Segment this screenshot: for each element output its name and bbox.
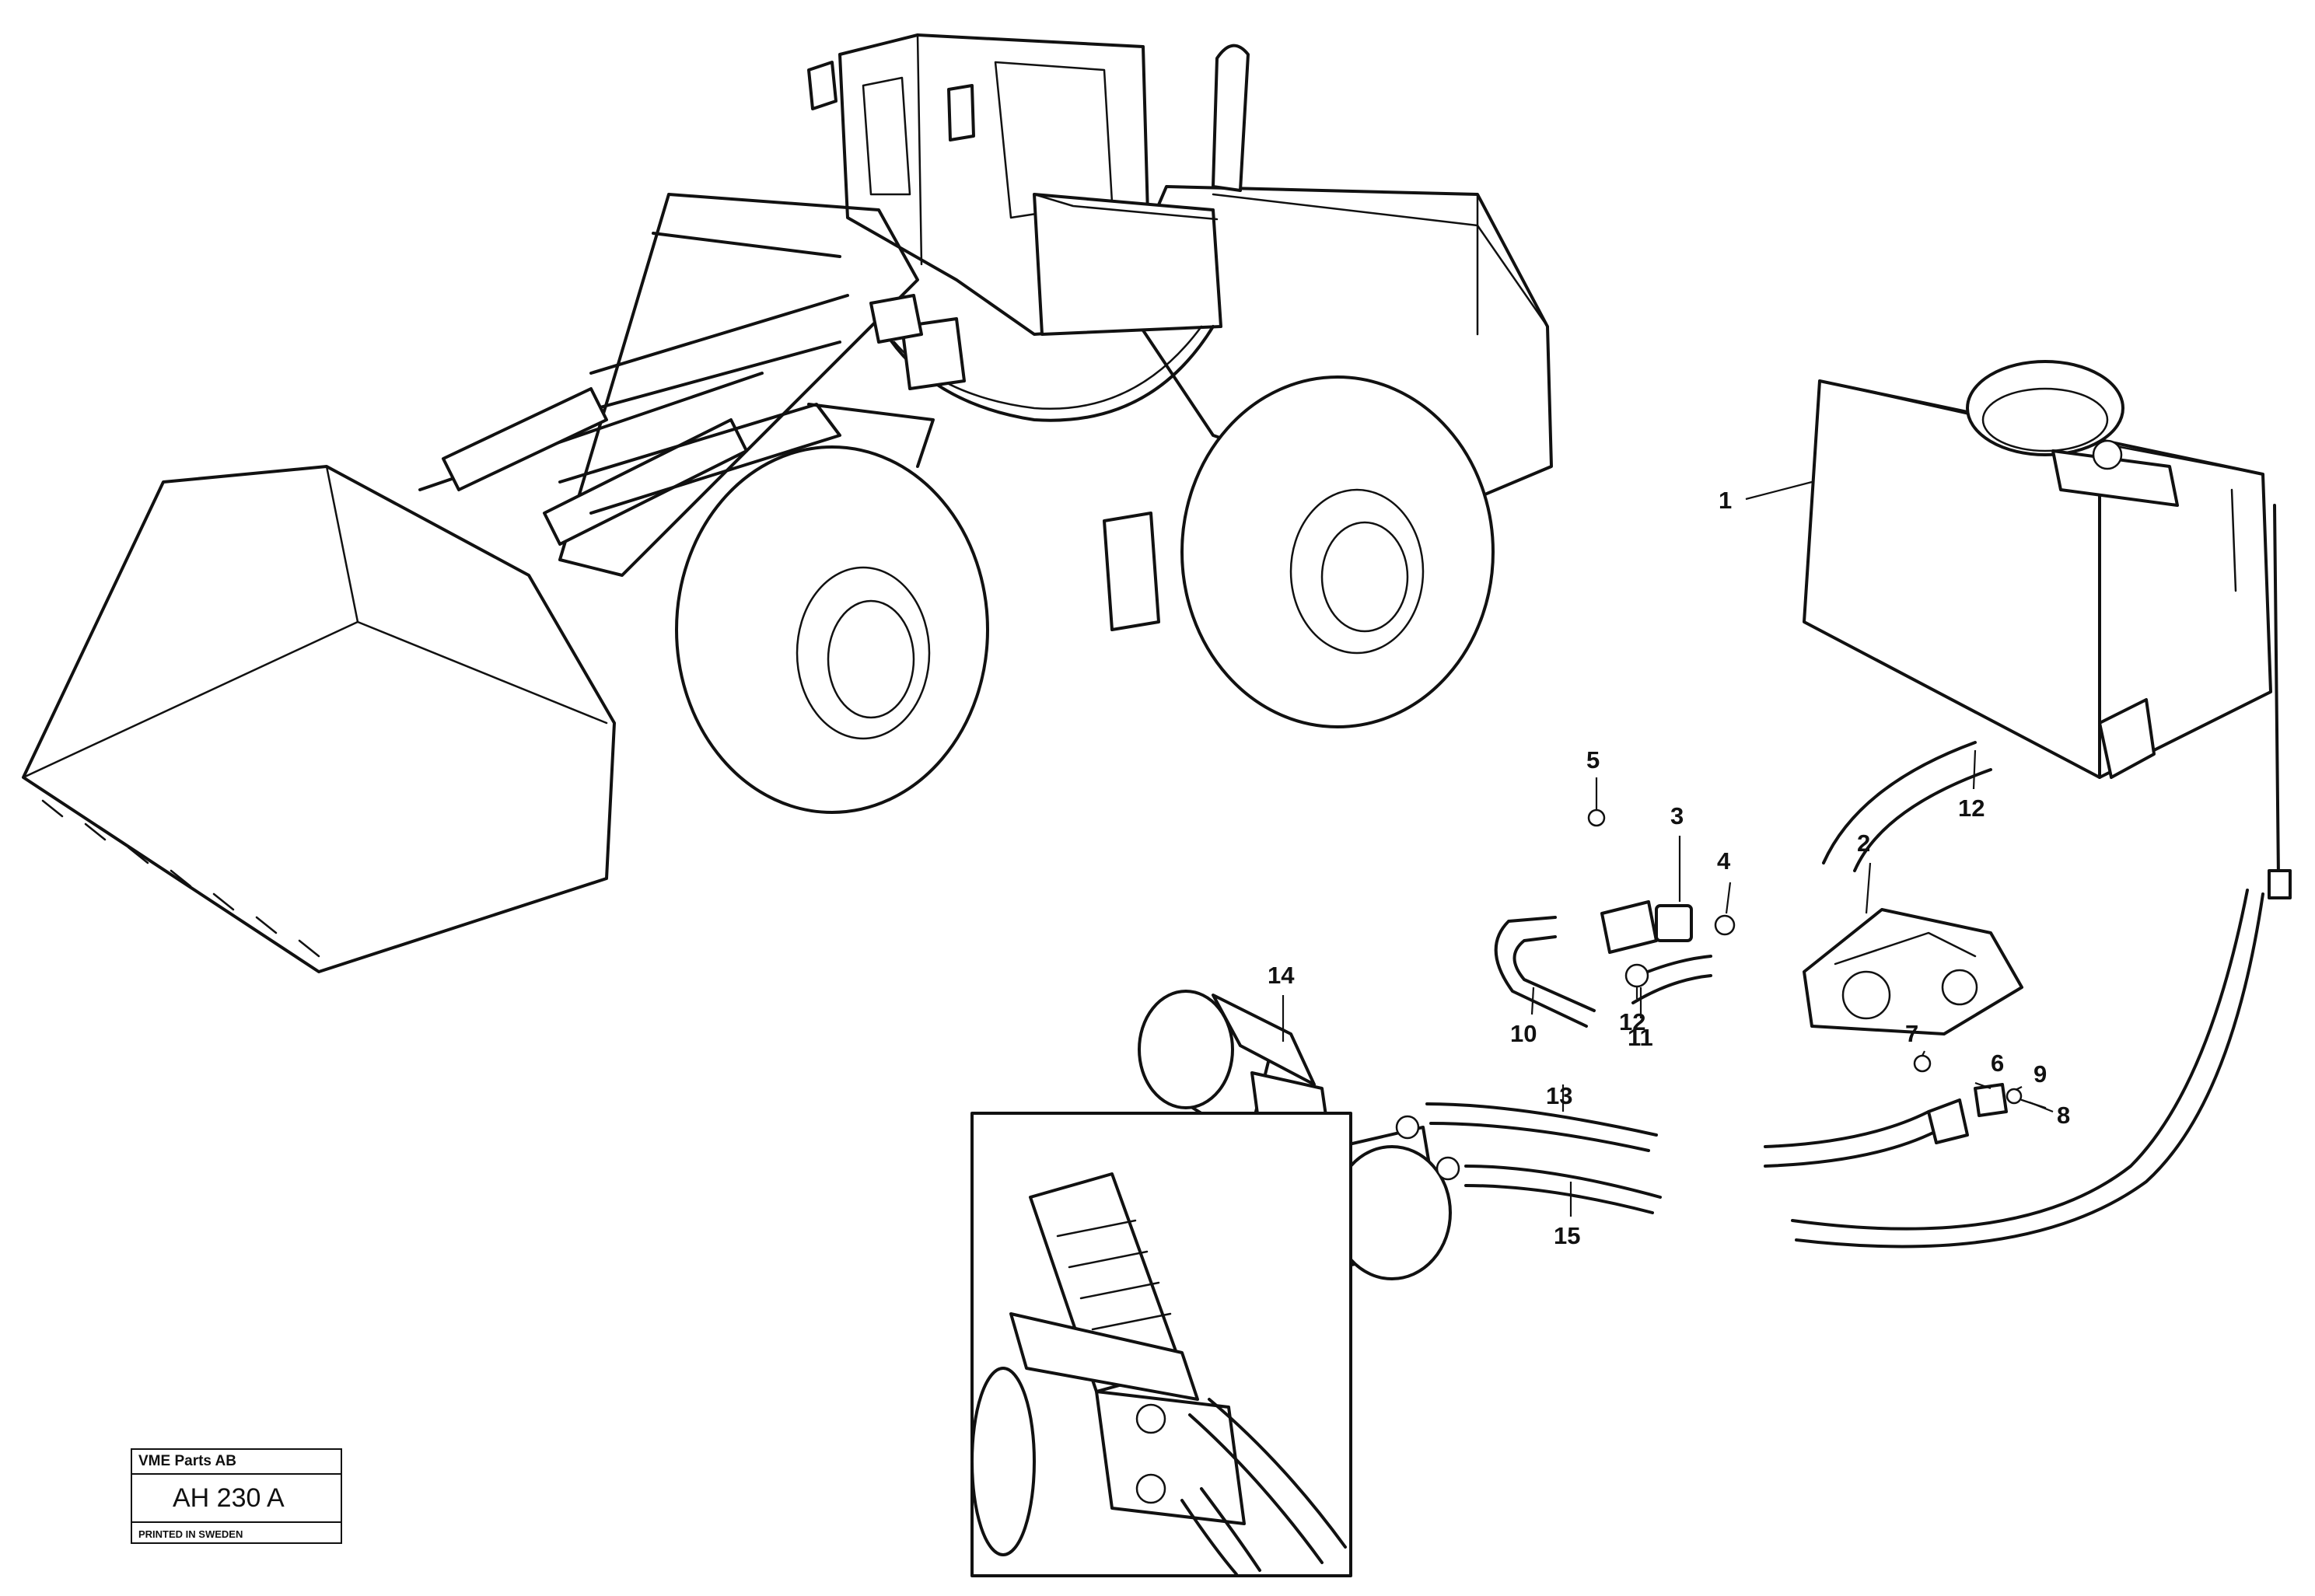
callout-12-lower: 12 — [1619, 1008, 1645, 1035]
callout-13: 13 — [1546, 1082, 1572, 1109]
callout-15: 15 — [1554, 1222, 1580, 1249]
hydraulic-tank — [1803, 360, 2272, 779]
printed-in-label: PRINTED IN SWEDEN — [138, 1528, 243, 1540]
wheel-loader-illustration — [22, 33, 1553, 973]
callout-labels: 1 2 3 4 5 6 7 8 9 10 11 12 12 13 14 15 — [1268, 487, 2070, 1249]
callout-6: 6 — [1991, 1049, 2004, 1077]
callout-14: 14 — [1268, 962, 1295, 989]
callout-11: 11 — [1628, 1024, 1653, 1051]
callout-12-upper: 12 — [1958, 795, 1985, 822]
drawing-code: AH 230 A — [132, 1475, 341, 1523]
callout-2: 2 — [1857, 829, 1870, 857]
hydraulic-pump — [1803, 908, 2023, 1035]
callout-4: 4 — [1717, 847, 1731, 875]
pedal-detail-inset — [970, 1112, 1352, 1577]
callout-5: 5 — [1586, 746, 1600, 774]
callout-7: 7 — [1905, 1020, 1918, 1047]
callout-1: 1 — [1719, 487, 1732, 514]
leader-lines — [1282, 480, 2054, 1217]
company-name: VME Parts AB — [132, 1450, 341, 1475]
callout-10: 10 — [1510, 1020, 1537, 1047]
callout-9: 9 — [2033, 1060, 2047, 1088]
callout-8: 8 — [2057, 1102, 2070, 1129]
callout-3: 3 — [1670, 802, 1684, 829]
title-block: VME Parts AB AH 230 A PRINTED IN SWEDEN — [131, 1448, 342, 1544]
